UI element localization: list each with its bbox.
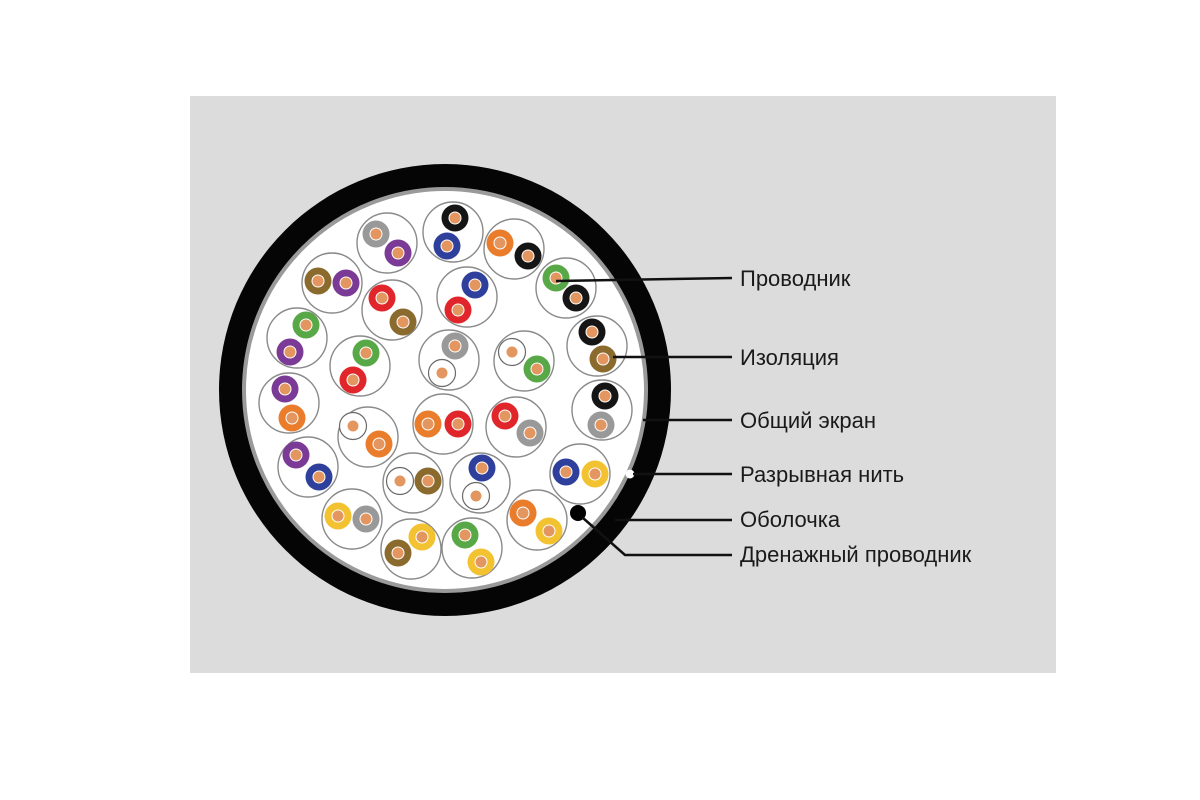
label-conductor: Проводник bbox=[740, 266, 851, 291]
twisted-pair bbox=[493, 330, 555, 392]
copper-conductor bbox=[596, 352, 610, 366]
copper-conductor bbox=[289, 448, 303, 462]
ripcord-thread bbox=[625, 469, 635, 479]
twisted-pair bbox=[412, 393, 474, 455]
copper-conductor bbox=[542, 524, 556, 538]
twisted-pair bbox=[382, 452, 444, 514]
copper-conductor bbox=[369, 227, 383, 241]
twisted-pair bbox=[566, 315, 628, 377]
twisted-pair bbox=[441, 517, 503, 579]
twisted-pair bbox=[321, 488, 383, 550]
twisted-pair bbox=[485, 396, 547, 458]
copper-conductor bbox=[468, 278, 482, 292]
copper-conductor bbox=[493, 236, 507, 250]
copper-conductor bbox=[451, 303, 465, 317]
copper-conductor bbox=[559, 465, 573, 479]
label-common-shield: Общий экран bbox=[740, 408, 876, 433]
label-ripcord: Разрывная нить bbox=[740, 462, 904, 487]
label-insulation: Изоляция bbox=[740, 345, 839, 370]
copper-conductor bbox=[521, 249, 535, 263]
copper-conductor bbox=[415, 530, 429, 544]
copper-conductor bbox=[530, 362, 544, 376]
copper-conductor bbox=[372, 437, 386, 451]
copper-conductor bbox=[469, 489, 483, 503]
copper-conductor bbox=[458, 528, 472, 542]
twisted-pair bbox=[329, 335, 391, 397]
copper-conductor bbox=[598, 389, 612, 403]
pair-binder-ring bbox=[412, 393, 474, 455]
copper-conductor bbox=[549, 271, 563, 285]
copper-conductor bbox=[359, 512, 373, 526]
twisted-pair bbox=[436, 266, 498, 328]
twisted-pair bbox=[535, 257, 597, 319]
copper-conductor bbox=[523, 426, 537, 440]
twisted-pair bbox=[571, 379, 633, 441]
copper-conductor bbox=[283, 345, 297, 359]
twisted-pair bbox=[277, 436, 339, 498]
copper-conductor bbox=[278, 382, 292, 396]
copper-conductor bbox=[346, 419, 360, 433]
twisted-pair bbox=[380, 518, 442, 580]
copper-conductor bbox=[311, 274, 325, 288]
copper-conductor bbox=[396, 315, 410, 329]
copper-conductor bbox=[331, 509, 345, 523]
twisted-pair bbox=[549, 443, 611, 505]
twisted-pair bbox=[506, 489, 568, 551]
twisted-pair bbox=[258, 372, 320, 434]
copper-conductor bbox=[421, 474, 435, 488]
copper-conductor bbox=[440, 239, 454, 253]
copper-conductor bbox=[448, 211, 462, 225]
twisted-pair bbox=[356, 212, 418, 274]
twisted-pair bbox=[361, 279, 423, 341]
copper-conductor bbox=[588, 467, 602, 481]
copper-conductor bbox=[393, 474, 407, 488]
twisted-pair bbox=[266, 307, 328, 369]
label-jacket: Оболочка bbox=[740, 507, 841, 532]
copper-conductor bbox=[594, 418, 608, 432]
twisted-pair bbox=[418, 329, 480, 391]
copper-conductor bbox=[421, 417, 435, 431]
copper-conductor bbox=[435, 366, 449, 380]
label-drain-wire: Дренажный проводник bbox=[740, 542, 972, 567]
copper-conductor bbox=[448, 339, 462, 353]
copper-conductor bbox=[391, 546, 405, 560]
copper-conductor bbox=[451, 417, 465, 431]
copper-conductor bbox=[339, 276, 353, 290]
pair-binder-ring bbox=[535, 257, 597, 319]
copper-conductor bbox=[498, 409, 512, 423]
copper-conductor bbox=[299, 318, 313, 332]
copper-conductor bbox=[569, 291, 583, 305]
copper-conductor bbox=[346, 373, 360, 387]
copper-conductor bbox=[475, 461, 489, 475]
twisted-pairs bbox=[258, 201, 633, 580]
twisted-pair bbox=[301, 252, 363, 314]
copper-conductor bbox=[585, 325, 599, 339]
copper-conductor bbox=[391, 246, 405, 260]
copper-conductor bbox=[285, 411, 299, 425]
callout-leader-lines bbox=[555, 276, 733, 557]
copper-conductor bbox=[359, 346, 373, 360]
copper-conductor bbox=[312, 470, 326, 484]
copper-conductor bbox=[375, 291, 389, 305]
twisted-pair bbox=[422, 201, 484, 263]
twisted-pair bbox=[483, 218, 545, 280]
drain-wire bbox=[570, 505, 586, 521]
copper-conductor bbox=[516, 506, 530, 520]
twisted-pair bbox=[337, 406, 399, 468]
copper-conductor bbox=[505, 345, 519, 359]
leader-line-drain bbox=[582, 517, 732, 557]
leader-line-conductor bbox=[555, 276, 733, 283]
copper-conductor bbox=[474, 555, 488, 569]
twisted-pair bbox=[449, 452, 511, 514]
